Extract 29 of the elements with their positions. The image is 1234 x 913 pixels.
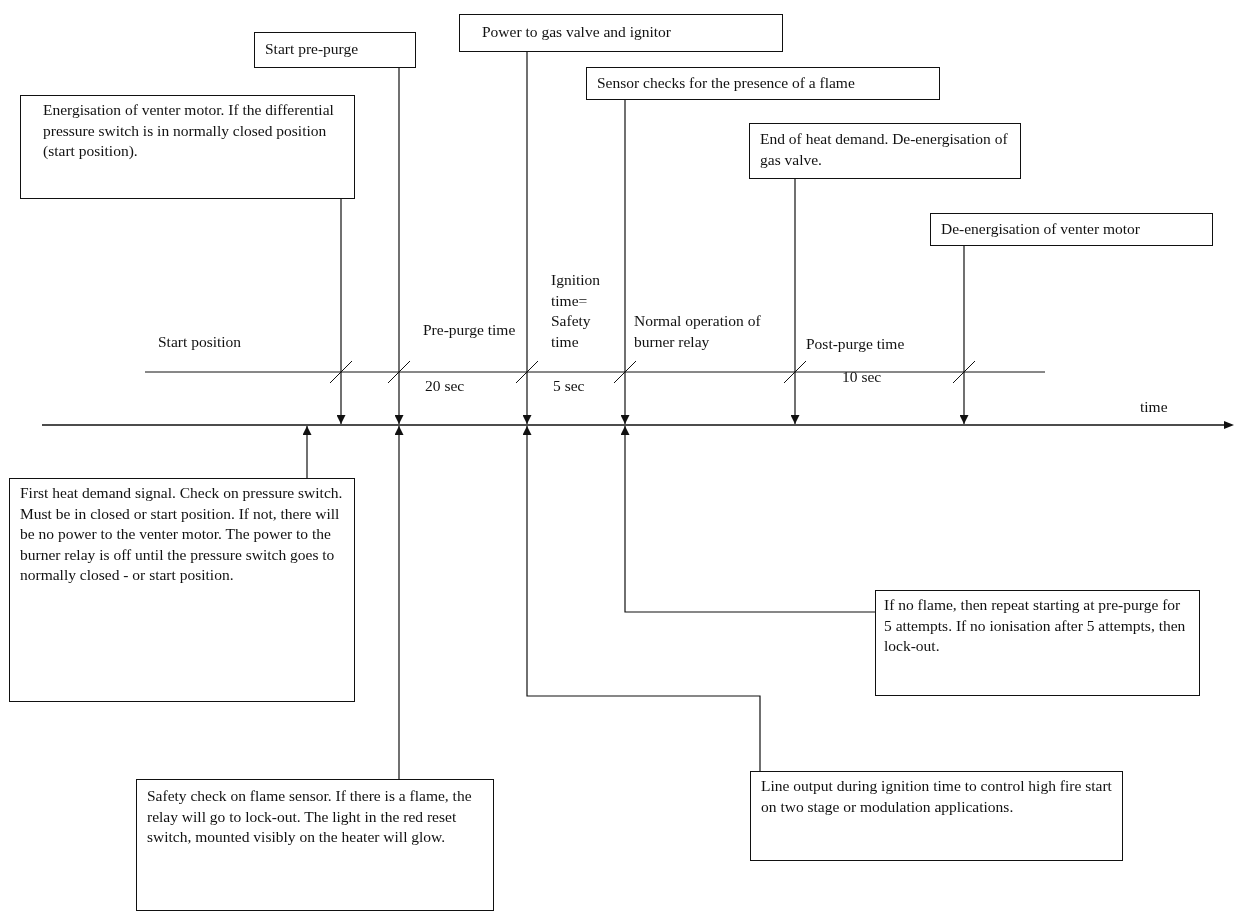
timeline-label: Post-purge time bbox=[806, 334, 906, 354]
arrow bbox=[394, 425, 404, 780]
note-box: De-energisation of venter motor bbox=[930, 213, 1213, 246]
arrow bbox=[620, 425, 876, 613]
note-box: End of heat demand. De-energisation of gas valve. bbox=[749, 123, 1021, 179]
note-box: First heat demand signal. Check on pressure switch. Must be in closed or start position. If not, there will be no power to the venter motor. The power to the burner relay is off until the pressure switch goes to normally closed - or start position. bbox=[9, 478, 355, 702]
arrow bbox=[336, 198, 346, 425]
arrow bbox=[790, 178, 800, 425]
timeline-label: Pre-purge time bbox=[423, 320, 517, 340]
duration-label: 20 sec bbox=[425, 376, 466, 396]
arrow bbox=[522, 51, 532, 425]
axis-label: time bbox=[1140, 397, 1169, 417]
timeline-label: Ignition time= Safety time bbox=[551, 270, 602, 352]
arrow bbox=[302, 425, 312, 479]
timeline-label: Normal operation of burner relay bbox=[634, 311, 762, 352]
note-box: Power to gas valve and ignitor bbox=[459, 14, 783, 52]
note-box: Start pre-purge bbox=[254, 32, 416, 68]
note-box: Safety check on flame sensor. If there is a flame, the relay will go to lock-out. The light in the red reset switch, mounted visibly on the heater will glow. bbox=[136, 779, 494, 911]
arrow bbox=[620, 99, 630, 425]
arrow bbox=[394, 67, 404, 425]
note-box: Energisation of venter motor. If the differential pressure switch is in normally closed position (start position). bbox=[20, 95, 355, 199]
arrow bbox=[959, 245, 969, 425]
note-box: Line output during ignition time to control high fire start on two stage or modulation applications. bbox=[750, 771, 1123, 861]
note-box: Sensor checks for the presence of a flame bbox=[586, 67, 940, 100]
duration-label: 5 sec bbox=[553, 376, 586, 396]
timeline-label: Start position bbox=[158, 332, 243, 352]
duration-label: 10 sec bbox=[842, 367, 883, 387]
arrow bbox=[522, 425, 761, 772]
note-box: If no flame, then repeat starting at pre-purge for 5 attempts. If no ionisation after 5 attempts, then lock-out. bbox=[875, 590, 1200, 696]
